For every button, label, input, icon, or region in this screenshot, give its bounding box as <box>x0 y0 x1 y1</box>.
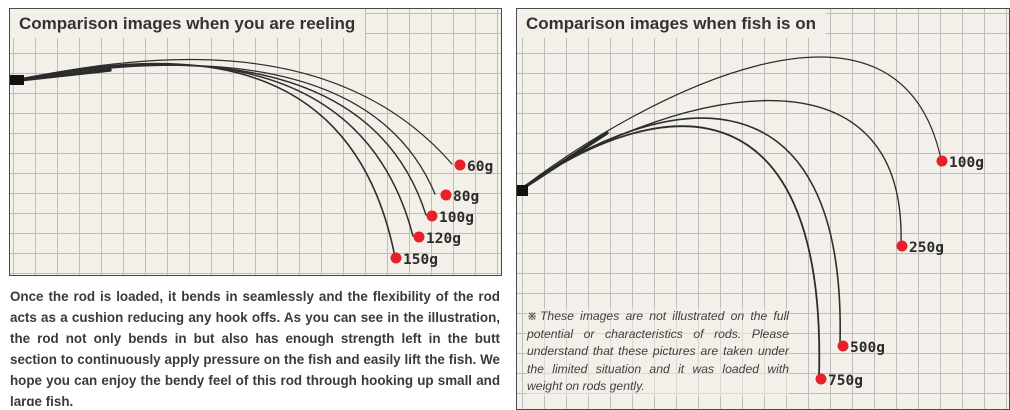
weight-marker-500g <box>837 340 849 352</box>
rod-handle <box>10 75 24 85</box>
weight-label-120g: 120g <box>426 231 461 247</box>
rod-butt <box>10 68 112 83</box>
weight-label-100g: 100g <box>439 210 474 226</box>
rod-butt <box>517 131 609 194</box>
rod-curve-80g <box>10 64 436 195</box>
rod-curve-100g <box>517 56 942 193</box>
weight-label-250g: 250g <box>909 240 944 256</box>
weight-marker-100g <box>426 210 438 222</box>
rod-curve-250g <box>517 99 902 245</box>
reeling-comparison-panel: 60g 80g 100g 120g 150g Comparison images… <box>9 8 502 276</box>
weight-marker-80g <box>440 189 452 201</box>
disclaimer-note: ※These images are not illustrated on the… <box>527 308 789 396</box>
rod-curve-150g <box>10 62 396 258</box>
fish-on-panel-title: Comparison images when fish is on <box>517 9 826 38</box>
weight-label-60g: 60g <box>467 159 493 175</box>
weight-marker-750g <box>815 373 827 385</box>
weight-label-100g: 100g <box>949 155 984 171</box>
weight-label-500g: 500g <box>850 340 885 356</box>
weight-label-150g: 150g <box>403 252 438 268</box>
reeling-rod-illustration: 60g 80g 100g 120g 150g <box>10 58 493 268</box>
fish-on-comparison-panel: 100g 250g 500g 750g Comparison images wh… <box>516 8 1010 410</box>
weight-label-750g: 750g <box>828 373 863 389</box>
weight-marker-250g <box>896 240 908 252</box>
weight-label-80g: 80g <box>453 189 479 205</box>
description-text: Once the rod is loaded, it bends in seam… <box>10 289 500 406</box>
fish-on-rod-illustration: 100g 250g 500g 750g <box>517 56 984 389</box>
weight-marker-100g <box>936 155 948 167</box>
weight-marker-60g <box>454 159 466 171</box>
weight-marker-120g <box>413 231 425 243</box>
rod-curve-750g <box>517 125 821 378</box>
rod-handle <box>517 185 528 196</box>
weight-marker-150g <box>390 252 402 264</box>
reeling-panel-title: Comparison images when you are reeling <box>10 9 366 38</box>
